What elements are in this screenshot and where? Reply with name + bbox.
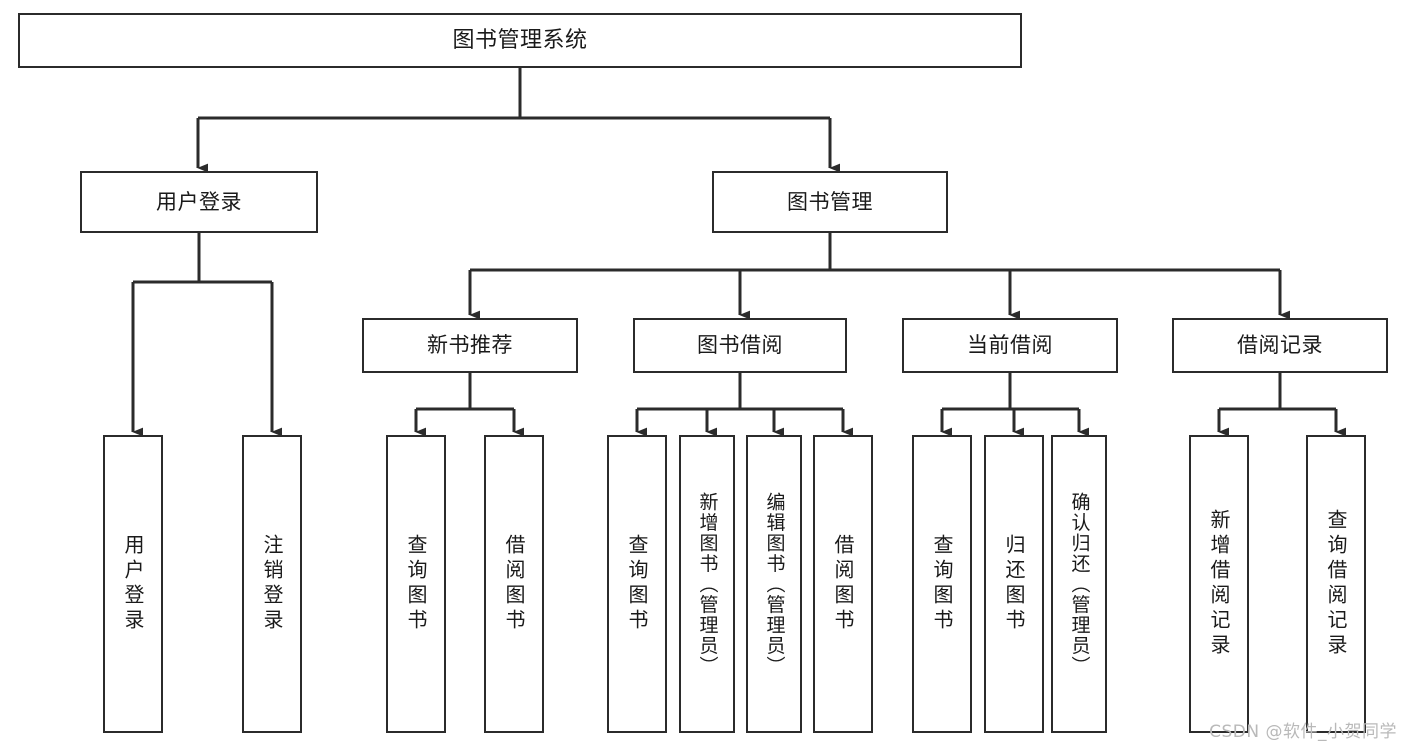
node-leaf-user-logout[interactable]: 注销登录 [242, 435, 302, 733]
node-leaf-query-book-1[interactable]: 查询图书 [386, 435, 446, 733]
node-leaf-borrow-book-1[interactable]: 借阅图书 [484, 435, 544, 733]
node-root[interactable]: 图书管理系统 [18, 13, 1022, 68]
node-current-borrow[interactable]: 当前借阅 [902, 318, 1118, 373]
node-leaf-edit-book[interactable]: 编辑图书（管理员） [746, 435, 802, 733]
node-leaf-user-login[interactable]: 用户登录 [103, 435, 163, 733]
node-leaf-query-book-2[interactable]: 查询图书 [607, 435, 667, 733]
node-user-login[interactable]: 用户登录 [80, 171, 318, 233]
node-new-book-rec-label: 新书推荐 [427, 333, 513, 358]
node-leaf-query-book-1-label: 查询图书 [404, 534, 428, 634]
node-book-borrow[interactable]: 图书借阅 [633, 318, 847, 373]
node-leaf-return-book[interactable]: 归还图书 [984, 435, 1044, 733]
node-leaf-confirm-return-label: 确认归还（管理员） [1068, 491, 1091, 677]
node-leaf-borrow-book-1-label: 借阅图书 [502, 534, 526, 634]
node-leaf-add-book-label: 新增图书（管理员） [696, 491, 719, 677]
node-leaf-add-record-label: 新增借阅记录 [1207, 509, 1231, 659]
node-book-manage-label: 图书管理 [787, 189, 873, 214]
node-book-manage[interactable]: 图书管理 [712, 171, 948, 233]
node-leaf-query-book-3-label: 查询图书 [930, 534, 954, 634]
node-leaf-return-book-label: 归还图书 [1002, 534, 1026, 634]
node-leaf-query-record-label: 查询借阅记录 [1324, 509, 1348, 659]
node-new-book-rec[interactable]: 新书推荐 [362, 318, 578, 373]
node-root-label: 图书管理系统 [452, 27, 588, 53]
node-leaf-user-login-label: 用户登录 [121, 534, 145, 634]
node-user-login-label: 用户登录 [156, 189, 242, 214]
node-leaf-add-record[interactable]: 新增借阅记录 [1189, 435, 1249, 733]
node-leaf-add-book[interactable]: 新增图书（管理员） [679, 435, 735, 733]
node-leaf-borrow-book-2-label: 借阅图书 [831, 534, 855, 634]
node-leaf-query-record[interactable]: 查询借阅记录 [1306, 435, 1366, 733]
node-borrow-record[interactable]: 借阅记录 [1172, 318, 1388, 373]
node-leaf-query-book-3[interactable]: 查询图书 [912, 435, 972, 733]
node-leaf-confirm-return[interactable]: 确认归还（管理员） [1051, 435, 1107, 733]
node-book-borrow-label: 图书借阅 [697, 333, 783, 358]
node-leaf-edit-book-label: 编辑图书（管理员） [763, 491, 786, 677]
node-borrow-record-label: 借阅记录 [1237, 333, 1323, 358]
node-leaf-user-logout-label: 注销登录 [260, 534, 284, 634]
node-leaf-borrow-book-2[interactable]: 借阅图书 [813, 435, 873, 733]
node-leaf-query-book-2-label: 查询图书 [625, 534, 649, 634]
node-current-borrow-label: 当前借阅 [967, 333, 1053, 358]
